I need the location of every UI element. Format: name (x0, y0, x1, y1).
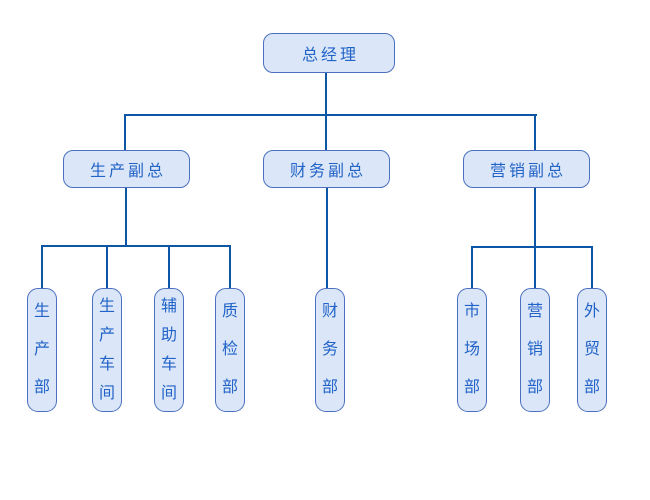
node-general-manager: 总经理 (263, 33, 395, 73)
connector-marketing-stem (534, 187, 536, 248)
node-label: 生 产 车 间 (98, 298, 115, 402)
connector-production-tee (41, 245, 231, 247)
node-label: 质 检 部 (221, 303, 238, 396)
node-market-dept: 市 场 部 (457, 288, 487, 412)
connector-drop-marketing (534, 114, 536, 151)
connector-drop-prod-dept (41, 245, 43, 289)
node-label: 生产副总 (89, 163, 166, 180)
connector-marketing-tee (471, 246, 593, 248)
connector-drop-quality (229, 245, 231, 289)
node-production-vp: 生产副总 (63, 150, 190, 188)
connector-drop-finance (325, 114, 327, 151)
node-production-dept: 生 产 部 (27, 288, 57, 412)
node-label: 市 场 部 (463, 303, 480, 396)
node-label: 财 务 部 (321, 303, 338, 396)
connector-root-stem (325, 73, 327, 115)
connector-finance-stem (326, 187, 328, 288)
connector-drop-production (124, 114, 126, 151)
connector-level2-tee (124, 114, 537, 116)
node-label: 生 产 部 (33, 303, 50, 396)
connector-drop-aux-shop (168, 245, 170, 289)
node-finance-vp: 财务副总 (263, 150, 390, 188)
node-label: 营 销 部 (526, 303, 543, 396)
node-label: 营销副总 (489, 163, 566, 180)
node-production-workshop: 生 产 车 间 (92, 288, 122, 412)
node-label: 外 贸 部 (583, 303, 600, 396)
node-marketing-vp: 营销副总 (463, 150, 590, 188)
connector-drop-sales (534, 246, 536, 289)
node-foreign-trade-dept: 外 贸 部 (577, 288, 607, 412)
node-quality-inspection-dept: 质 检 部 (215, 288, 245, 412)
connector-production-stem (125, 187, 127, 247)
connector-drop-prod-shop (106, 245, 108, 289)
node-label: 辅 助 车 间 (160, 298, 177, 402)
node-label: 财务副总 (289, 163, 366, 180)
node-label: 总经理 (301, 47, 359, 64)
node-marketing-dept: 营 销 部 (520, 288, 550, 412)
node-finance-dept: 财 务 部 (315, 288, 345, 412)
connector-drop-market (471, 246, 473, 289)
node-auxiliary-workshop: 辅 助 车 间 (154, 288, 184, 412)
connector-drop-trade (591, 246, 593, 289)
